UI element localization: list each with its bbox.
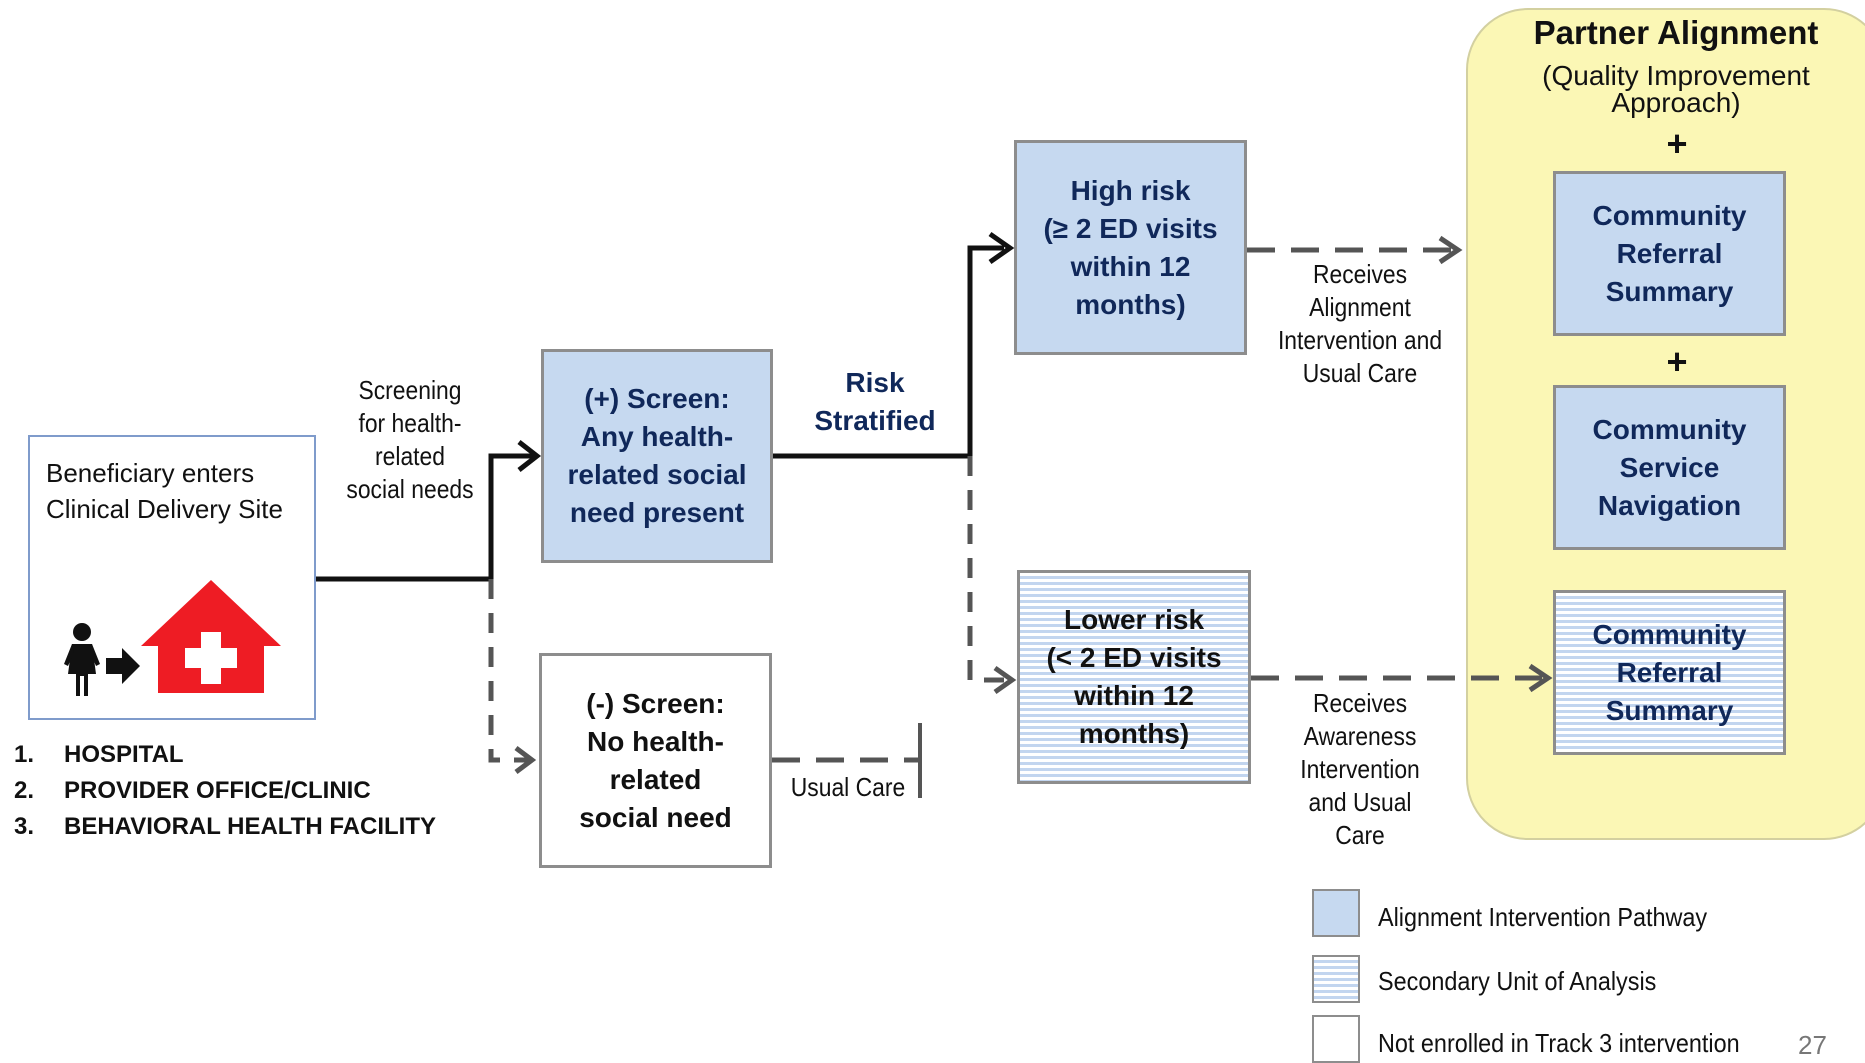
- list-item: 2.PROVIDER OFFICE/CLINIC: [14, 777, 371, 804]
- clinical-delivery-site-label: Beneficiary enters Clinical Delivery Sit…: [46, 458, 283, 524]
- box-label: Community Referral Summary: [1592, 618, 1747, 726]
- lower-risk-box: Lower risk (< 2 ED visits within 12 mont…: [1017, 570, 1251, 784]
- box-label: Community Referral Summary: [1592, 199, 1747, 307]
- plus-sign: +: [1666, 341, 1688, 382]
- lower-risk-branch-line: [967, 456, 1008, 683]
- plus-sign: +: [1666, 123, 1688, 164]
- legend-label: Secondary Unit of Analysis: [1378, 966, 1657, 996]
- arrow-right-icon: [106, 648, 140, 684]
- site-to-branch-line: [316, 453, 533, 582]
- community-service-navigation-box: Community Service Navigation: [1553, 385, 1786, 550]
- negative-arrowhead: [514, 746, 537, 774]
- box-label: High risk (≥ 2 ED visits within 12 month…: [1043, 174, 1218, 320]
- person-icon: [64, 623, 100, 696]
- community-referral-summary-box: Community Referral Summary: [1553, 171, 1786, 336]
- box-label: (+) Screen: Any health- related social n…: [567, 383, 747, 528]
- lower-to-referral-arrowhead: [1528, 663, 1553, 693]
- box-label: (-) Screen: No health- related social ne…: [579, 687, 732, 833]
- legend-label: Not enrolled in Track 3 intervention: [1378, 1028, 1740, 1058]
- box-label: Lower risk (< 2 ED visits within 12 mont…: [1046, 604, 1222, 749]
- negative-screen-box: (-) Screen: No health- related social ne…: [539, 653, 772, 868]
- usual-care-label: Usual Care: [790, 772, 906, 802]
- risk-stratified-label: Risk Stratified: [814, 367, 936, 436]
- positive-arrowhead: [517, 440, 542, 472]
- partner-alignment-subtitle: (Quality Improvement Approach): [1542, 60, 1810, 118]
- list-item: 1.HOSPITAL: [14, 741, 184, 768]
- page-number: 27: [1798, 1030, 1827, 1060]
- high-risk-arrowhead: [988, 231, 1015, 265]
- high-risk-box: High risk (≥ 2 ED visits within 12 month…: [1014, 140, 1247, 355]
- negative-branch-line: [488, 579, 528, 763]
- box-label: Community Service Navigation: [1592, 413, 1747, 521]
- high-to-partner-arrowhead: [1438, 235, 1463, 265]
- legend-label: Alignment Intervention Pathway: [1378, 902, 1708, 932]
- lower-risk-arrowhead: [993, 665, 1017, 695]
- legend-swatch-white: [1312, 1015, 1360, 1063]
- lower-risk-outcome-label: Receives Awareness Intervention and Usua…: [1300, 688, 1420, 850]
- partner-alignment-title: Partner Alignment: [1533, 14, 1819, 51]
- facility-list: 1.HOSPITAL 2.PROVIDER OFFICE/CLINIC 3.BE…: [14, 737, 436, 845]
- positive-screen-box: (+) Screen: Any health- related social n…: [541, 349, 773, 563]
- site-icons: [64, 580, 281, 696]
- screening-label: Screening for health- related social nee…: [346, 375, 474, 504]
- high-risk-outcome-label: Receives Alignment Intervention and Usua…: [1277, 259, 1443, 388]
- legend-swatch-striped: [1312, 955, 1360, 1003]
- list-item: 3.BEHAVIORAL HEALTH FACILITY: [14, 813, 436, 840]
- legend-swatch-solid: [1312, 889, 1360, 937]
- positive-to-high-line: [773, 245, 1004, 459]
- hospital-icon: [141, 580, 281, 693]
- community-referral-summary-secondary-box: Community Referral Summary: [1553, 590, 1786, 755]
